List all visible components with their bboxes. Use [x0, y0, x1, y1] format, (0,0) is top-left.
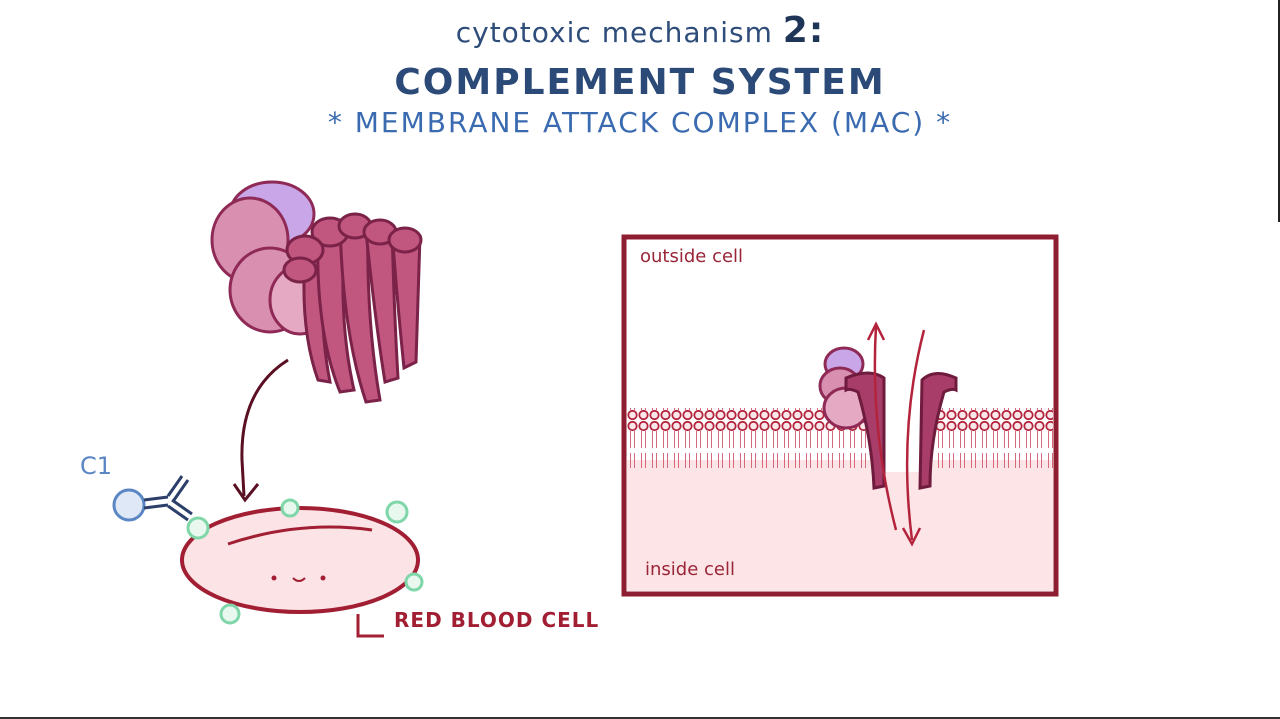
frame-edge-right — [1278, 0, 1280, 222]
red-blood-cell-icon — [180, 498, 424, 625]
arrow-up-icon — [873, 325, 898, 531]
title-mechanism-text: cytotoxic mechanism — [455, 16, 773, 49]
page-title: COMPLEMENT SYSTEM — [394, 62, 886, 103]
outside-cell-label: outside cell — [640, 246, 744, 267]
mac-complex-icon — [210, 180, 423, 404]
page-subtitle: * MEMBRANE ATTACK COMPLEX (MAC) * — [327, 106, 953, 139]
arrow-down-icon — [232, 358, 289, 503]
red-blood-cell-label: RED BLOOD CELL — [394, 608, 600, 632]
inside-cell-label: inside cell — [645, 559, 735, 580]
title-mechanism-number: 2: — [782, 10, 825, 51]
c1-label: C1 — [80, 452, 113, 480]
title-line-1: cytotoxic mechanism 2: — [0, 10, 1280, 51]
antibody-c1-icon — [112, 475, 193, 522]
arrow-down-flux-icon — [905, 329, 926, 541]
frame-edge-bottom — [0, 717, 1280, 719]
pore-left-icon — [844, 371, 886, 490]
rbc-label-bracket — [356, 614, 384, 638]
pore-right-icon — [918, 372, 958, 490]
membrane-panel — [621, 234, 1059, 597]
